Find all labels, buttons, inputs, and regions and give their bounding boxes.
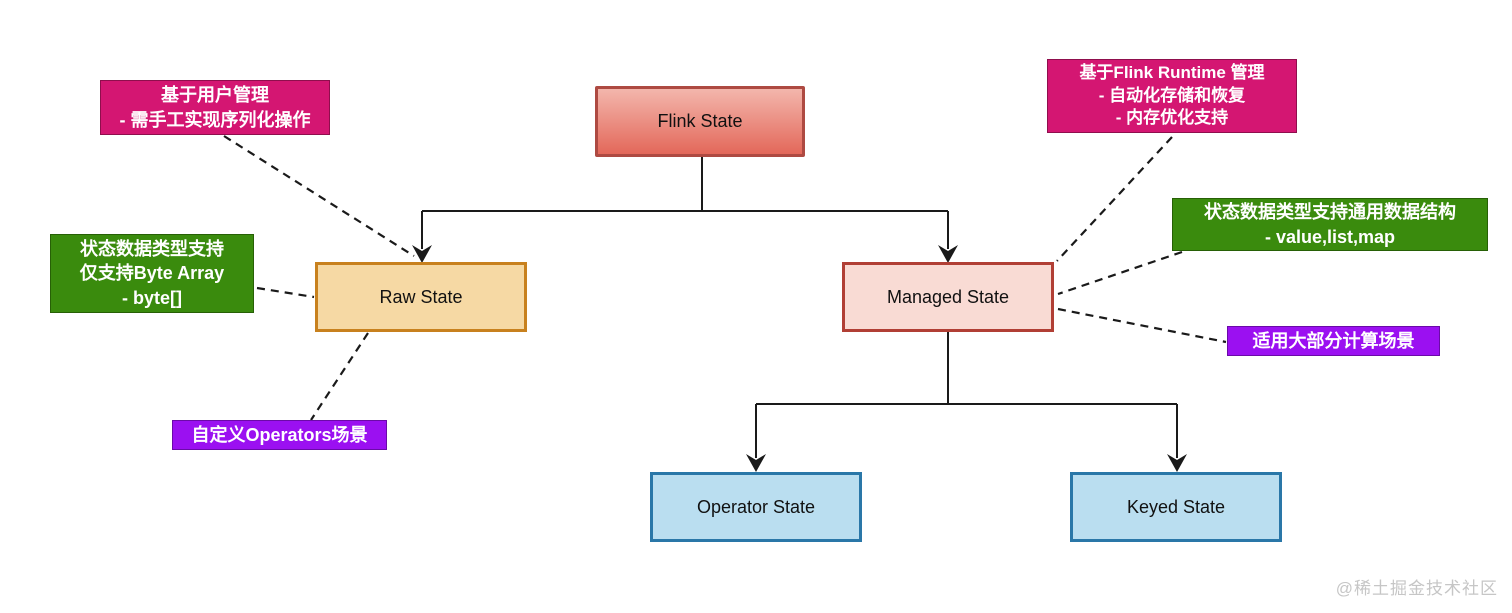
dash-raw-to-custom-operators [310, 332, 369, 421]
annotation-line: 基于用户管理 [161, 85, 269, 106]
annotation-line: - value,list,map [1264, 226, 1396, 247]
node-managed-state: Managed State [842, 262, 1054, 332]
dash-flink-runtime-to-managed [1056, 136, 1173, 262]
annotation-managed-data-type: 状态数据类型支持通用数据结构 - value,list,map [1172, 198, 1488, 251]
node-raw-state-label: Raw State [379, 286, 463, 307]
annotation-user-managed: 基于用户管理 - 需手工实现序列化操作 [100, 80, 330, 135]
arrowhead-operator-state [746, 454, 766, 472]
node-managed-state-label: Managed State [886, 286, 1010, 307]
watermark: @稀土掘金技术社区 [1335, 579, 1498, 598]
arrowhead-managed-state [938, 245, 958, 263]
annotation-flink-runtime: 基于Flink Runtime 管理 - 自动化存储和恢复 - 内存优化支持 [1047, 59, 1297, 133]
annotation-line: - 自动化存储和恢复 [1098, 85, 1246, 105]
annotation-line: 仅支持Byte Array [79, 263, 225, 284]
node-flink-state-label: Flink State [657, 111, 743, 131]
annotation-line: - byte[] [122, 287, 182, 308]
tree-connector-flink [421, 157, 949, 249]
annotation-line: - 内存优化支持 [1115, 108, 1229, 128]
tree-connector-managed [755, 332, 1178, 458]
arrowhead-keyed-state [1167, 454, 1187, 472]
dash-managed-data-type-to-managed [1057, 250, 1183, 296]
node-operator-state: Operator State [650, 472, 862, 542]
node-keyed-state-label: Keyed State [1126, 496, 1226, 517]
annotation-line: 自定义Operators场景 [191, 424, 368, 445]
annotation-custom-operators: 自定义Operators场景 [172, 420, 387, 450]
node-flink-state: Flink State [595, 86, 805, 157]
annotation-line: 适用大部分计算场景 [1252, 330, 1415, 351]
annotation-line: - 需手工实现序列化操作 [119, 109, 311, 130]
arrowhead-raw-state [412, 245, 432, 263]
dash-managed-to-compute-scenarios [1057, 307, 1227, 344]
node-raw-state: Raw State [315, 262, 527, 332]
annotation-line: 基于Flink Runtime 管理 [1079, 62, 1265, 82]
annotation-line: 状态数据类型支持通用数据结构 [1204, 202, 1456, 223]
node-operator-state-label: Operator State [696, 496, 816, 517]
annotation-line: 状态数据类型支持 [80, 239, 224, 260]
annotation-compute-scenarios: 适用大部分计算场景 [1227, 326, 1440, 356]
node-keyed-state: Keyed State [1070, 472, 1282, 542]
annotation-raw-data-type: 状态数据类型支持 仅支持Byte Array - byte[] [50, 234, 254, 313]
dash-raw-data-type-to-raw [256, 286, 315, 299]
